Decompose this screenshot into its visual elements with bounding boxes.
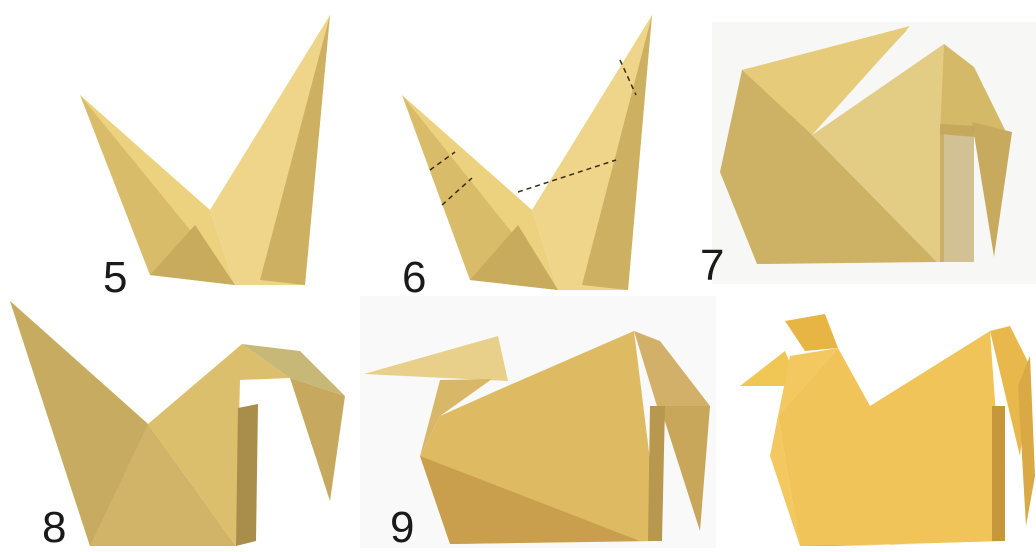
step-8-number: 8 [42, 506, 66, 550]
step-7-panel [712, 22, 1036, 284]
final-model-panel [730, 296, 1036, 548]
step-7-origami-illustration [712, 22, 1036, 284]
step-5-number: 5 [103, 256, 127, 300]
final-origami-duck-illustration [730, 296, 1036, 548]
step-7-number: 7 [700, 244, 724, 288]
step-9-number: 9 [390, 506, 414, 550]
step-6-number: 6 [402, 256, 426, 300]
